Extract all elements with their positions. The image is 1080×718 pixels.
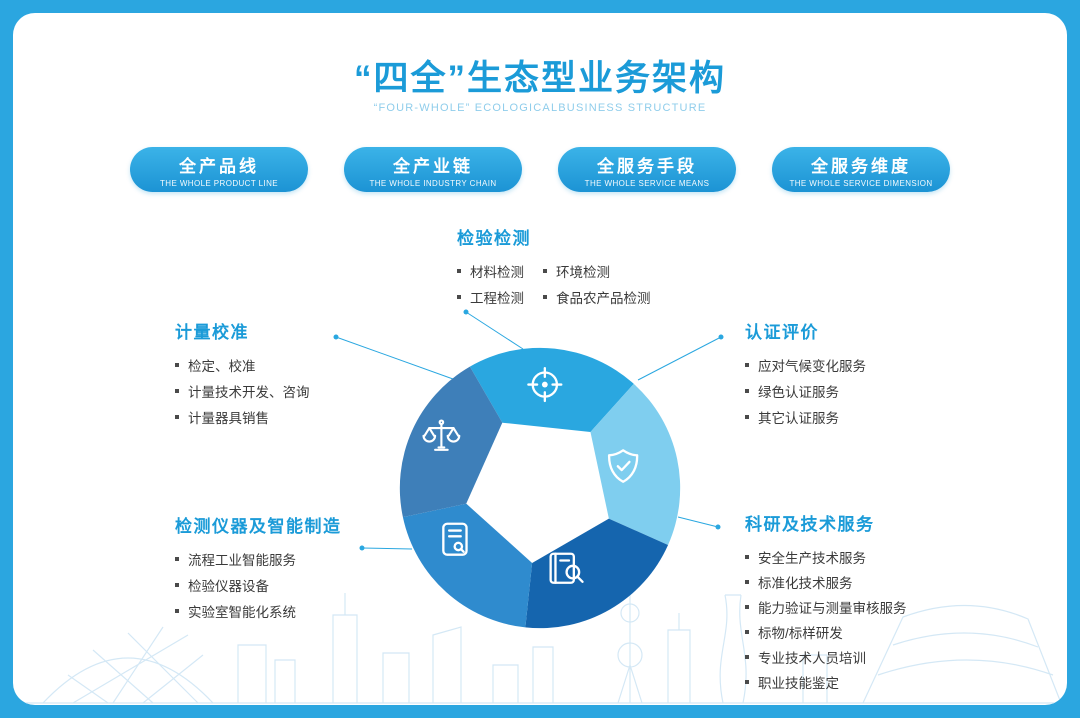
list-item: 专业技术人员培训	[745, 644, 907, 669]
pill-whole-service-dimension: 全服务维度 THE WHOLE SERVICE DIMENSION	[772, 147, 950, 192]
device-icon	[442, 522, 468, 556]
pill-label-en: THE WHOLE INDUSTRY CHAIN	[369, 178, 497, 188]
list-item: 绿色认证服务	[745, 378, 866, 404]
section-title: 检测仪器及智能制造	[175, 517, 342, 536]
section-inspection-testing: 检验检测 材料检测 环境检测 工程检测 食品农产品检测	[457, 224, 651, 310]
book-search-icon	[549, 552, 584, 584]
list-item: 应对气候变化服务	[745, 352, 866, 378]
list-item: 食品农产品检测	[543, 284, 651, 310]
list-item: 安全生产技术服务	[745, 544, 907, 569]
section-items: 材料检测 环境检测 工程检测 食品农产品检测	[457, 258, 651, 310]
list-item: 计量器具销售	[175, 404, 310, 430]
section-items: 安全生产技术服务 标准化技术服务 能力验证与测量审核服务 标物/标样研发 专业技…	[745, 544, 907, 694]
scales-icon	[422, 419, 461, 451]
list-item: 检定、校准	[175, 352, 310, 378]
section-instruments-smart-manufacturing: 检测仪器及智能制造 流程工业智能服务 检验仪器设备 实验室智能化系统	[175, 512, 342, 624]
section-title: 计量校准	[175, 323, 249, 342]
pill-label-zh: 全产品线	[179, 156, 259, 176]
page-title: “四全”生态型业务架构	[353, 59, 726, 98]
list-item: 能力验证与测量审核服务	[745, 594, 907, 619]
list-item: 其它认证服务	[745, 404, 866, 430]
section-items: 检定、校准 计量技术开发、咨询 计量器具销售	[175, 352, 310, 430]
target-icon	[527, 366, 563, 403]
business-wheel	[399, 347, 681, 629]
section-title: 科研及技术服务	[745, 515, 875, 534]
section-title: 认证评价	[745, 323, 819, 342]
pill-label-en: THE WHOLE PRODUCT LINE	[160, 178, 278, 188]
pill-label-zh: 全产业链	[393, 156, 473, 176]
list-item: 计量技术开发、咨询	[175, 378, 310, 404]
list-item: 流程工业智能服务	[175, 546, 342, 572]
list-item: 标准化技术服务	[745, 569, 907, 594]
wheel-center-pentagon	[466, 422, 609, 563]
section-items: 流程工业智能服务 检验仪器设备 实验室智能化系统	[175, 546, 342, 624]
pill-label-en: THE WHOLE SERVICE MEANS	[584, 178, 710, 188]
section-items: 应对气候变化服务 绿色认证服务 其它认证服务	[745, 352, 866, 430]
section-research-technical-services: 科研及技术服务 安全生产技术服务 标准化技术服务 能力验证与测量审核服务 标物/…	[745, 510, 907, 694]
section-title: 检验检测	[457, 229, 531, 248]
pill-label-en: THE WHOLE SERVICE DIMENSION	[789, 178, 933, 188]
pill-row: 全产品线 THE WHOLE PRODUCT LINE 全产业链 THE WHO…	[0, 147, 1080, 192]
pill-label-zh: 全服务手段	[597, 156, 697, 176]
pill-whole-product-line: 全产品线 THE WHOLE PRODUCT LINE	[130, 147, 308, 192]
pill-label-zh: 全服务维度	[811, 156, 911, 176]
list-item: 标物/标样研发	[745, 619, 907, 644]
pill-whole-industry-chain: 全产业链 THE WHOLE INDUSTRY CHAIN	[344, 147, 522, 192]
shield-check-icon	[607, 449, 639, 483]
list-item: 实验室智能化系统	[175, 598, 342, 624]
list-item: 职业技能鉴定	[745, 669, 907, 694]
list-item: 材料检测	[457, 258, 543, 284]
pill-whole-service-means: 全服务手段 THE WHOLE SERVICE MEANS	[558, 147, 736, 192]
list-item: 工程检测	[457, 284, 543, 310]
page-subtitle: “FOUR-WHOLE” ECOLOGICALBUSINESS STRUCTUR…	[373, 102, 707, 114]
list-item: 环境检测	[543, 258, 651, 284]
section-metrology-calibration: 计量校准 检定、校准 计量技术开发、咨询 计量器具销售	[175, 318, 310, 430]
section-certification-evaluation: 认证评价 应对气候变化服务 绿色认证服务 其它认证服务	[745, 318, 866, 430]
wheel-sector-inspection	[469, 347, 634, 488]
list-item: 检验仪器设备	[175, 572, 342, 598]
